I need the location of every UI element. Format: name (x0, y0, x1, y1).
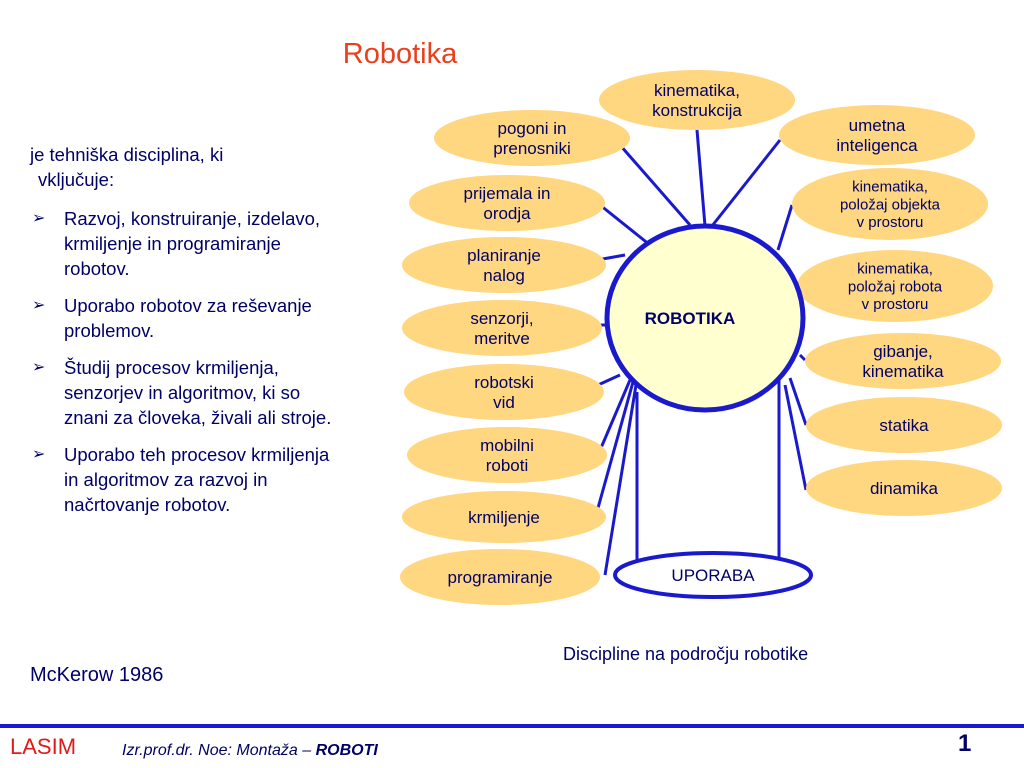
footer-author: Izr.prof.dr. Noe: Montaža – ROBOTI (122, 742, 378, 759)
node-label: statika (879, 416, 929, 435)
node-label: roboti (486, 456, 529, 475)
center-ellipse (604, 223, 806, 413)
node-label: kinematika, (852, 179, 928, 196)
connector-line (603, 384, 638, 576)
node-label: nalog (483, 266, 525, 285)
node-ellipse (797, 250, 993, 322)
node-ellipse (806, 460, 1002, 516)
node-label: krmiljenje (468, 508, 540, 527)
connector-line (710, 139, 782, 227)
arrow-bullet-icon: ➢ (32, 210, 46, 227)
connector-lines (596, 129, 808, 576)
node-label: prijemala in (464, 184, 551, 203)
node-ellipse (402, 237, 606, 293)
node-ellipse (779, 105, 975, 165)
discipline-node: statika (806, 397, 1002, 453)
bullet-list: je tehniška disciplina, ki vključuje: ➢R… (30, 142, 340, 529)
arrow-bullet-icon: ➢ (32, 359, 46, 376)
slide-title: Robotika (342, 38, 458, 70)
node-ellipse (599, 70, 795, 130)
connector-line (783, 384, 808, 491)
node-label: planiranje (467, 246, 541, 265)
node-label: gibanje, (873, 342, 933, 361)
discipline-node: dinamika (806, 460, 1002, 516)
node-ellipse (402, 491, 606, 543)
node-ellipse (805, 333, 1001, 389)
diagram-caption: Discipline na področju robotike (563, 644, 809, 664)
page-number: 1 (958, 730, 972, 757)
center-node: ROBOTIKA (604, 223, 806, 413)
connector-line (776, 204, 794, 251)
node-label: inteligenca (836, 136, 918, 155)
node-label: vid (493, 393, 515, 412)
node-label: v prostoru (862, 296, 929, 313)
connector-line (798, 353, 807, 362)
node-ellipse (792, 168, 988, 240)
node-label: umetna (849, 116, 906, 135)
node-ellipse (434, 110, 630, 166)
node-label: pogoni in (497, 119, 566, 138)
arrow-bullet-icon: ➢ (32, 446, 46, 463)
node-ellipse (400, 549, 600, 605)
node-label: kinematika, (654, 81, 740, 100)
application-node: UPORABA (613, 551, 813, 599)
connector-line (596, 379, 632, 456)
reference: McKerow 1986 (30, 664, 164, 686)
node-label: robotski (474, 373, 534, 392)
discipline-node: kinematika,konstrukcija (599, 70, 795, 130)
center-label: ROBOTIKA (645, 309, 736, 328)
node-label: programiranje (448, 568, 553, 587)
bullet-item: ➢Razvoj, konstruiranje, izdelavo, krmilj… (32, 208, 321, 279)
node-ellipse (806, 397, 1002, 453)
node-label: kinematika (862, 362, 944, 381)
connector-line (599, 203, 651, 247)
node-label: meritve (474, 329, 530, 348)
connector-line (695, 129, 707, 227)
node-label: položaj robota (848, 278, 943, 295)
bullet-item: ➢Študij procesov krmiljenja, senzorjev i… (32, 357, 332, 428)
node-ellipse (407, 427, 607, 483)
bullet-item: ➢Uporabo robotov za reševanje problemov. (32, 295, 312, 341)
node-ellipse (409, 175, 605, 231)
node-label: prenosniki (493, 139, 571, 158)
connector-line (788, 377, 808, 426)
discipline-node: programiranje (400, 549, 600, 605)
intro-text: je tehniška disciplina, ki vključuje: (30, 144, 224, 190)
bullet-item: ➢Uporabo teh procesov krmiljenja in algo… (32, 444, 330, 515)
node-label: v prostoru (857, 214, 924, 231)
node-ellipse (404, 364, 604, 420)
footer-divider (0, 724, 1024, 728)
node-label: položaj objekta (840, 196, 941, 213)
connector-line (597, 373, 621, 387)
connector-line (596, 381, 635, 509)
discipline-node: senzorji,meritve (402, 300, 602, 356)
node-label: kinematika, (857, 261, 933, 278)
footer-org: LASIM (10, 734, 77, 759)
connector-line (618, 144, 692, 226)
node-label: mobilni (480, 436, 534, 455)
node-ellipse (402, 300, 602, 356)
application-label: UPORABA (671, 566, 755, 585)
application-ellipse (613, 551, 813, 599)
discipline-node: gibanje,kinematika (805, 333, 1001, 389)
discipline-node: krmiljenje (402, 491, 606, 543)
node-label: dinamika (870, 479, 939, 498)
node-label: senzorji, (470, 309, 533, 328)
node-label: konstrukcija (652, 101, 742, 120)
arrow-bullet-icon: ➢ (32, 297, 46, 314)
node-label: orodja (483, 204, 531, 223)
